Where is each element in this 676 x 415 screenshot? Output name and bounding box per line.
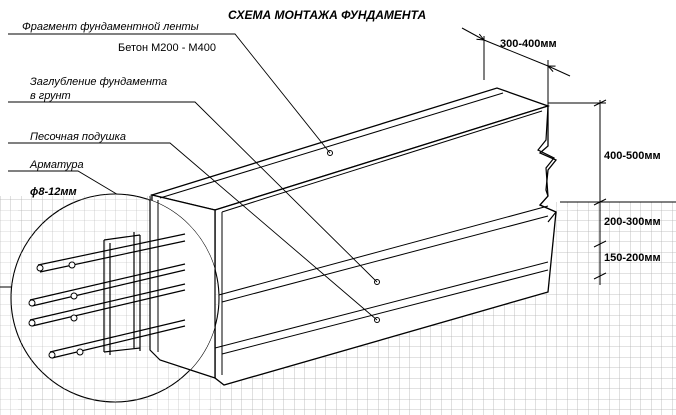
label-rebar: Арматура	[30, 159, 84, 171]
dim-label-height-above: 400-500мм	[604, 150, 661, 162]
dim-vertical	[548, 99, 607, 285]
break-marks	[537, 105, 557, 223]
diagram-title: СХЕМА МОНТАЖА ФУНДАМЕНТА	[228, 8, 427, 22]
beam-edges	[149, 92, 549, 375]
label-sand: Песочная подушка	[30, 131, 126, 143]
soil-grid-right	[205, 202, 676, 415]
dim-label-sand-cushion: 150-200мм	[604, 252, 661, 264]
label-depth-line1: Заглубление фундамента	[30, 76, 168, 88]
dim-width	[461, 27, 571, 106]
dim-label-depth-below: 200-300мм	[604, 216, 661, 228]
rebar-magnifier	[10, 193, 220, 403]
label-depth-line2: в грунт	[30, 90, 71, 102]
dim-label-width: 300-400мм	[500, 38, 557, 50]
label-fragment: Фрагмент фундаментной ленты	[22, 21, 199, 33]
label-concrete: Бетон М200 - М400	[118, 42, 216, 54]
label-rebar-diameter: ϕ8-12мм	[30, 186, 77, 198]
